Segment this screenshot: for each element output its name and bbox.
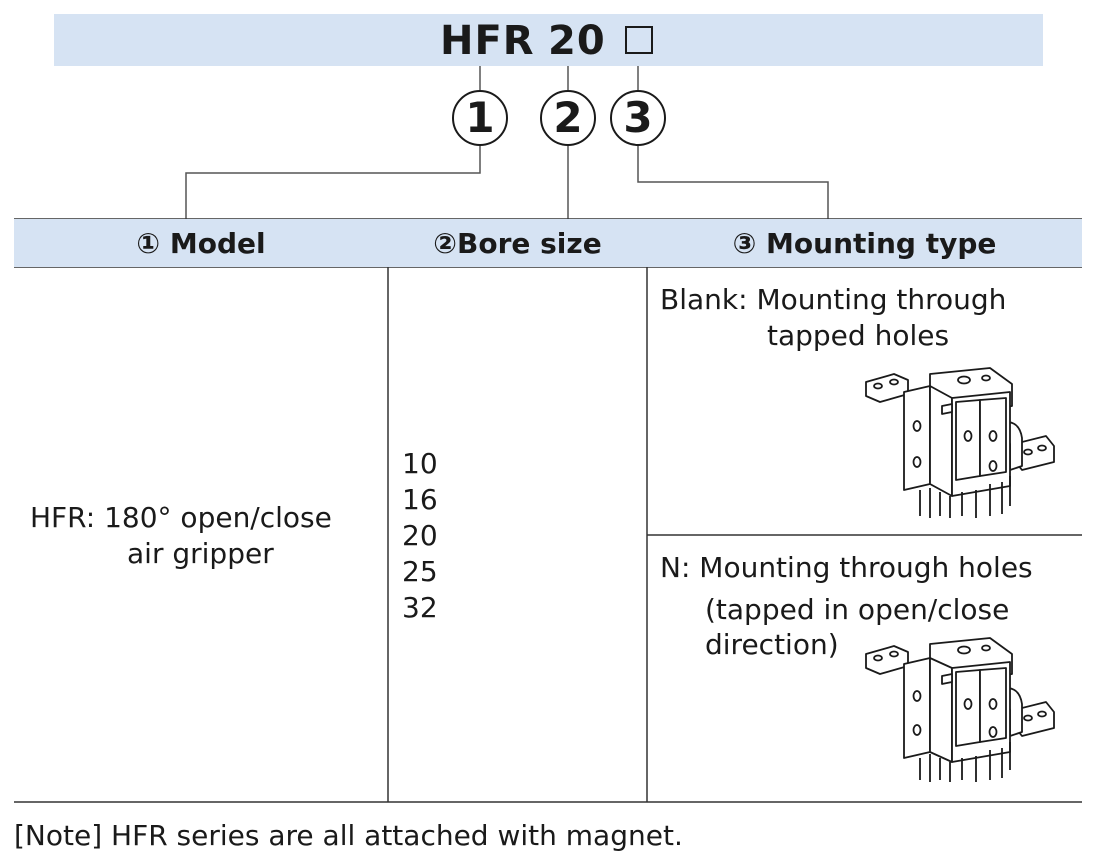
mounting-blank-line1: Blank: Mounting through: [660, 283, 1007, 316]
model-description-line1: HFR: 180° open/close: [30, 501, 332, 534]
footnote: [Note] HFR series are all attached with …: [14, 819, 683, 852]
model-description-line2: air gripper: [127, 537, 274, 570]
bore-size-item: 10: [402, 447, 438, 480]
bore-size-item: 25: [402, 555, 438, 588]
gripper-through-holes-illustration: [865, 637, 1055, 782]
bore-size-item: 32: [402, 591, 438, 624]
model-code-bar: [54, 14, 1043, 66]
code-bore: 20: [548, 18, 606, 64]
mounting-blank-line2: tapped holes: [767, 319, 950, 352]
bore-size-item: 20: [402, 519, 438, 552]
code-series: HFR: [440, 18, 535, 64]
mounting-n-line3: direction): [705, 628, 839, 661]
header-mounting-type: ③ Mounting type: [732, 227, 997, 260]
header-model: ① Model: [136, 227, 266, 260]
callout-1: 1: [452, 90, 508, 146]
table-header-row: [14, 219, 1082, 267]
code-mounting-box: [625, 26, 653, 54]
mounting-n-line1: N: Mounting through holes: [660, 551, 1033, 584]
mounting-n-line2: (tapped in open/close: [705, 593, 1010, 626]
bore-size-item: 16: [402, 483, 438, 516]
gripper-tapped-illustration: [865, 367, 1055, 518]
callout-3: 3: [610, 90, 666, 146]
callout-2: 2: [540, 90, 596, 146]
header-bore-size: ②Bore size: [433, 227, 602, 260]
